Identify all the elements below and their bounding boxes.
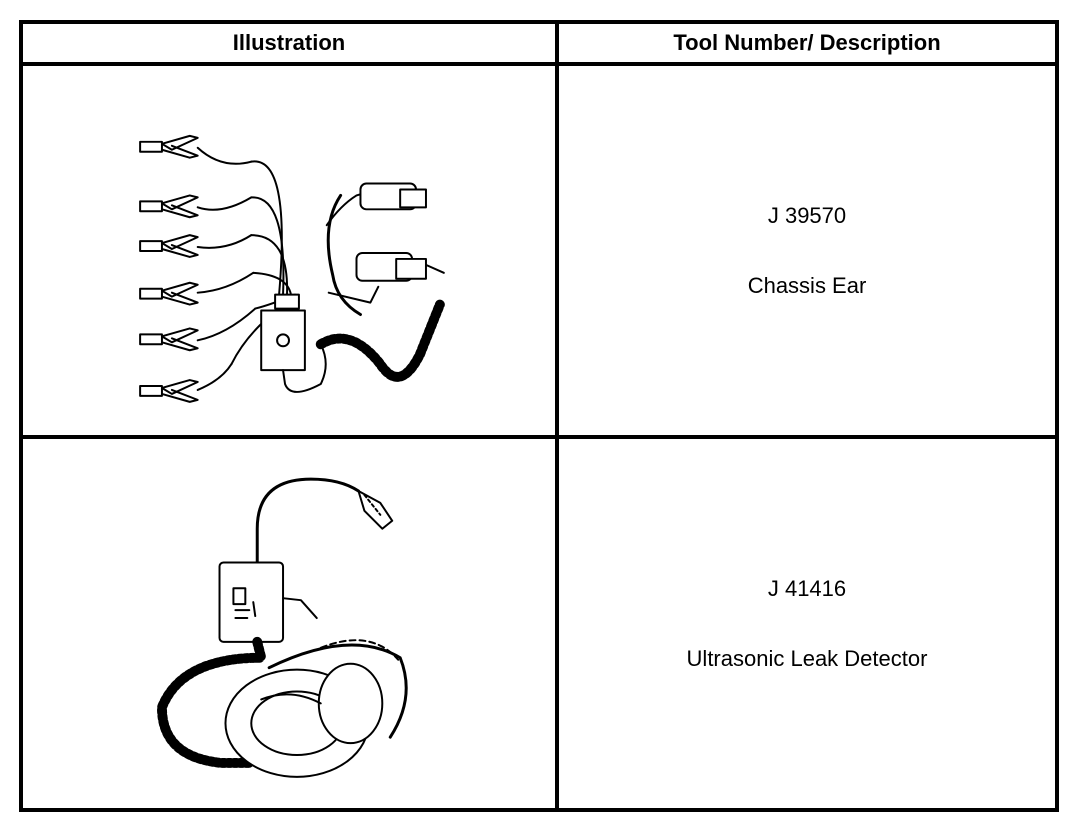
column-header-illustration: Illustration (19, 20, 559, 66)
tool-number: J 41416 (767, 575, 847, 601)
table-row: J 39570 Chassis Ear (19, 62, 1059, 439)
clip-2 (139, 194, 253, 219)
illustration-cell (19, 62, 559, 439)
chassis-ear-tool-icon (139, 134, 445, 403)
table-header-row: Illustration Tool Number/ Description (19, 20, 1059, 66)
tool-description-cell: J 41416 Ultrasonic Leak Detector (555, 435, 1059, 812)
column-header-tool-number-description: Tool Number/ Description (555, 20, 1059, 66)
clip-3 (139, 234, 253, 258)
clip-1 (139, 134, 253, 165)
special-tools-table: Illustration Tool Number/ Description (19, 20, 1059, 812)
illustration-cell (19, 435, 559, 812)
tool-number: J 39570 (767, 202, 847, 228)
tool-description-cell: J 39570 Chassis Ear (555, 62, 1059, 439)
table-row: J 41416 Ultrasonic Leak Detector (19, 435, 1059, 812)
ultrasonic-leak-detector-icon (156, 477, 408, 778)
tool-description: Chassis Ear (747, 272, 867, 298)
clip-6 (139, 363, 233, 403)
clip-4 (139, 271, 255, 306)
clip-5 (139, 307, 257, 352)
tool-description: Ultrasonic Leak Detector (686, 645, 928, 671)
